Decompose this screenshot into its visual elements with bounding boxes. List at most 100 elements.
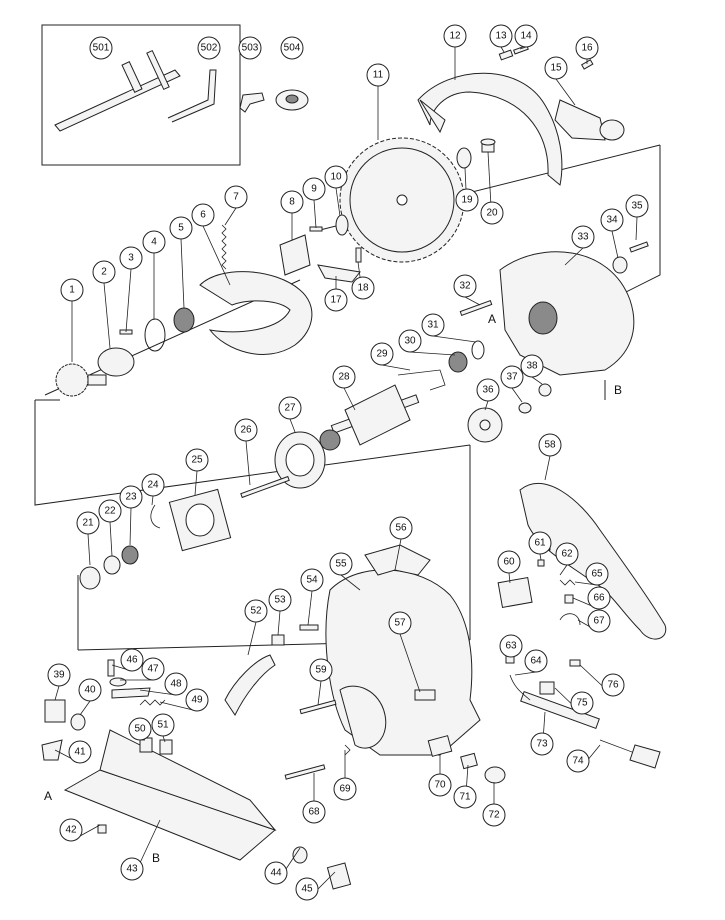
leader-line-7 [224, 207, 237, 226]
part-47-washer [109, 677, 127, 687]
part-67-clip [559, 613, 581, 626]
callout-number-26: 26 [240, 425, 252, 436]
callout-number-56: 56 [395, 523, 407, 534]
part-76-screw [569, 659, 581, 667]
callout-circle-18 [351, 276, 375, 300]
part-24-wire [150, 504, 161, 529]
part-502-hex-key [167, 69, 217, 123]
callout-number-27: 27 [284, 403, 296, 414]
callout-circle-55 [329, 552, 353, 576]
callout-number-71: 71 [459, 792, 471, 803]
callout-number-70: 70 [434, 780, 446, 791]
callout-number-503: 503 [242, 43, 259, 54]
part-19-washer [456, 147, 472, 169]
callout-number-66: 66 [593, 593, 605, 604]
callout-number-54: 54 [306, 575, 318, 586]
callout-circle-40 [78, 678, 102, 702]
part-5-bearing [173, 307, 195, 333]
callout-44: 44 [264, 847, 301, 885]
part-28-armature [319, 384, 420, 451]
callout-circle-15 [544, 56, 568, 80]
callout-24: 24 [141, 473, 165, 506]
callout-number-4: 4 [151, 237, 157, 248]
callout-circle-38 [520, 354, 544, 378]
callout-number-42: 42 [65, 825, 77, 836]
callout-circle-20 [480, 201, 504, 225]
callout-27: 27 [278, 396, 302, 433]
leader-line-27 [289, 418, 296, 433]
callout-circle-10 [324, 165, 348, 189]
callout-502: 502 [197, 36, 221, 60]
callout-circle-48 [164, 672, 188, 696]
leader-line-6 [202, 225, 231, 286]
callout-3: 3 [119, 246, 143, 333]
part-33-gear-housing [499, 251, 635, 376]
callout-circle-75 [570, 691, 594, 715]
callout-33: 33 [564, 225, 595, 266]
callout-circle-76 [601, 673, 625, 697]
leader-line-55 [340, 574, 361, 591]
part-8-flange-plate [279, 234, 311, 276]
part-43-base [63, 729, 277, 861]
part-34-bushing [612, 256, 628, 274]
callout-68: 68 [302, 773, 326, 824]
callout-45: 45 [295, 871, 336, 901]
callout-number-74: 74 [572, 756, 584, 767]
callout-number-60: 60 [503, 557, 515, 568]
callout-6: 6 [191, 203, 231, 286]
part-16-screw [580, 59, 594, 70]
callout-number-55: 55 [335, 559, 347, 570]
callout-circle-58 [538, 433, 562, 457]
leader-line-29 [381, 364, 411, 371]
callout-70: 70 [428, 755, 452, 797]
callout-circle-42 [59, 818, 83, 842]
part-35-screw [629, 241, 649, 253]
callout-23: 23 [119, 485, 143, 546]
callout-number-34: 34 [606, 215, 618, 226]
callout-circle-51 [151, 713, 175, 737]
part-41-lever [41, 739, 63, 761]
callout-circle-2 [92, 260, 116, 284]
leader-line-25 [194, 470, 198, 496]
leader-line-28 [343, 387, 356, 411]
callout-65: 65 [574, 562, 609, 586]
part-4-retaining-ring [144, 318, 166, 352]
callout-8: 8 [280, 190, 304, 240]
part-73-cord-armor [520, 690, 600, 730]
callout-circle-73 [530, 732, 554, 756]
callout-number-41: 41 [74, 747, 86, 758]
callout-58: 58 [538, 433, 562, 481]
callout-503: 503 [238, 36, 262, 60]
callout-circle-27 [278, 396, 302, 420]
callout-circle-9 [302, 177, 326, 201]
reference-mark-a: A [488, 312, 496, 326]
callout-30: 30 [398, 329, 456, 356]
part-69-spring [344, 744, 351, 756]
callout-circle-7 [224, 185, 248, 209]
callout-circle-49 [185, 688, 209, 712]
callout-25: 25 [185, 448, 209, 496]
callout-47: 47 [120, 657, 165, 681]
callout-circle-44 [264, 861, 288, 885]
callout-number-76: 76 [607, 680, 619, 691]
callout-52: 52 [244, 599, 268, 656]
callout-12: 12 [443, 24, 467, 80]
reference-mark-b: B [614, 383, 622, 397]
part-72-cap [484, 766, 506, 784]
part-36-bushing [467, 407, 503, 443]
leader-line-57 [399, 633, 421, 693]
callout-number-57: 57 [394, 618, 406, 629]
callout-number-43: 43 [126, 864, 138, 875]
callout-circle-64 [524, 649, 548, 673]
callout-5: 5 [169, 216, 193, 309]
callout-number-502: 502 [201, 43, 218, 54]
callout-26: 26 [234, 418, 258, 486]
leader-line-54 [307, 590, 313, 626]
callout-69: 69 [333, 750, 357, 801]
callout-number-37: 37 [506, 372, 518, 383]
leader-line-60 [508, 572, 511, 584]
callout-circle-13 [489, 24, 513, 48]
callout-15: 15 [544, 56, 576, 106]
callout-circle-24 [141, 473, 165, 497]
leader-line-37 [511, 387, 523, 403]
